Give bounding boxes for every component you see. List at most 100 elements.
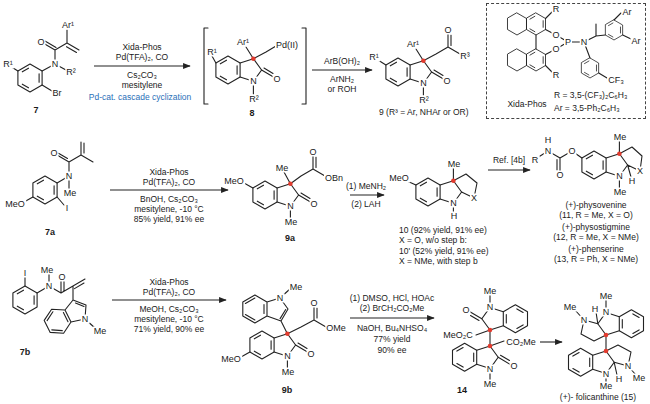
bond-line	[575, 300, 636, 382]
atom-label: R¹	[2, 60, 14, 69]
compound-number: 9b	[281, 386, 294, 395]
compound-name: (+)-phenserine	[567, 245, 625, 254]
compound-number: 7a	[44, 228, 56, 237]
atom-label: R¹	[368, 53, 380, 62]
stereocenter-dot	[451, 178, 456, 183]
atom-label: N	[602, 369, 611, 378]
atom-label: OBn	[324, 174, 344, 183]
atom-label: N	[249, 77, 258, 86]
condition-text: Pd(TFA)₂, CO	[115, 53, 169, 62]
atom-label: MeO₂C	[442, 331, 474, 340]
atom-label: O	[57, 273, 66, 282]
atom-label: Me	[447, 160, 462, 169]
compound-number: 14	[456, 386, 468, 395]
atom-label: MeO	[4, 200, 26, 209]
atom-label: I	[23, 269, 28, 278]
bond-line	[537, 141, 642, 188]
atom-label: R	[552, 5, 561, 14]
atom-label: N	[45, 282, 54, 291]
atom-label: O	[308, 148, 317, 157]
stereocenter-dot	[251, 56, 256, 61]
stereocenter-dot	[604, 349, 609, 354]
atom-label: R	[552, 71, 561, 80]
condition-text: X = NMe, with step b	[398, 257, 479, 266]
reaction-arrow	[350, 194, 384, 195]
atom-label: Me	[483, 380, 498, 389]
benzene-ring	[581, 58, 598, 78]
atom-label: CF₃	[607, 76, 625, 85]
atom-label: MeO	[220, 355, 242, 364]
atom-label: Br	[52, 89, 63, 98]
benzene-ring	[526, 49, 545, 71]
compound-number: 8	[248, 109, 255, 118]
atom-label: Ar¹	[61, 21, 75, 30]
bond-line	[378, 34, 460, 95]
condition-text: 77% yield	[373, 335, 412, 344]
compound-number: 7b	[19, 348, 32, 357]
atom-label: N	[602, 308, 611, 317]
atom-label: N	[544, 147, 553, 156]
condition-text: Pd(TFA)₂, CO	[142, 288, 196, 297]
condition-text: 9 (R³ = Ar, NHAr or OR)	[378, 108, 470, 117]
atom-label: Ar	[622, 8, 633, 17]
stereocenter-dot	[285, 331, 290, 336]
atom-label: N	[283, 352, 292, 361]
ligand-name: Xida-Phos	[506, 100, 547, 109]
cyclohexane-ring	[507, 13, 526, 35]
atom-label: MeO	[388, 174, 410, 183]
reaction-arrow	[94, 65, 190, 66]
condition-text: 10 (92% yield, 91% ee)	[398, 226, 488, 235]
reaction-arrow	[488, 169, 530, 170]
stereocenter-dot	[421, 58, 426, 63]
condition-text: Xida-Phos	[148, 168, 189, 177]
condition-text: 85% yield, 91% ee	[133, 215, 205, 224]
reaction-arrow	[312, 69, 372, 70]
atom-label: N	[276, 294, 285, 303]
atom-label: Me	[563, 303, 578, 312]
atom-label: Me	[275, 164, 290, 173]
atom-label: O	[309, 299, 318, 308]
atom-label: H	[591, 305, 600, 314]
condition-text: 10' (52% yield, 91% ee)	[398, 247, 490, 256]
atom-label: N	[449, 199, 458, 208]
atom-label: H	[544, 136, 553, 145]
compound-name: (12, R = Me, X = NMe)	[552, 233, 640, 242]
atom-label: Me	[63, 189, 78, 198]
stereocenter-dot	[488, 344, 493, 349]
bond-line	[470, 295, 510, 380]
atom-label: N	[81, 315, 90, 324]
atom-label: N	[624, 362, 633, 371]
compound-number: 9a	[284, 234, 296, 243]
atom-label: R²	[248, 95, 260, 104]
atom-label: O	[443, 26, 452, 35]
atom-label: O	[567, 147, 576, 156]
atom-label: CO₂Me	[505, 338, 537, 347]
condition-text: Ref. [4b]	[492, 156, 526, 165]
atom-label: R	[531, 156, 540, 165]
condition-text: or ROH	[327, 85, 358, 94]
atom-label: O	[551, 45, 560, 54]
atom-label: N	[286, 202, 295, 211]
atom-label: Me	[93, 327, 108, 336]
atom-label: O	[306, 350, 315, 359]
condition-text: Xida-Phos	[148, 278, 189, 287]
atom-label: MeO	[223, 177, 245, 186]
condition-text: mesitylene	[121, 81, 164, 90]
condition-text: 71% yield, 90% ee	[133, 325, 205, 334]
condition-text: 90% ee	[377, 346, 408, 355]
compound-name: (13, R = Ph, X = NMe)	[553, 255, 639, 264]
bond-lines	[10, 12, 644, 382]
atom-label: Me	[483, 287, 498, 296]
condition-text: (2) LAH	[350, 200, 381, 209]
atom-label: O	[442, 77, 451, 86]
atom-label: Me	[289, 283, 304, 292]
atom-label: Me	[599, 382, 614, 391]
stereocenter-dot	[288, 181, 293, 186]
condition-text: BnOH, Cs₂CO₃	[139, 195, 199, 204]
bracket	[204, 28, 306, 104]
reaction-arrow	[110, 189, 228, 190]
atom-label: O	[461, 306, 470, 315]
atom-label: N	[580, 38, 589, 47]
condition-text: mesitylene, -10 °C	[133, 205, 205, 214]
